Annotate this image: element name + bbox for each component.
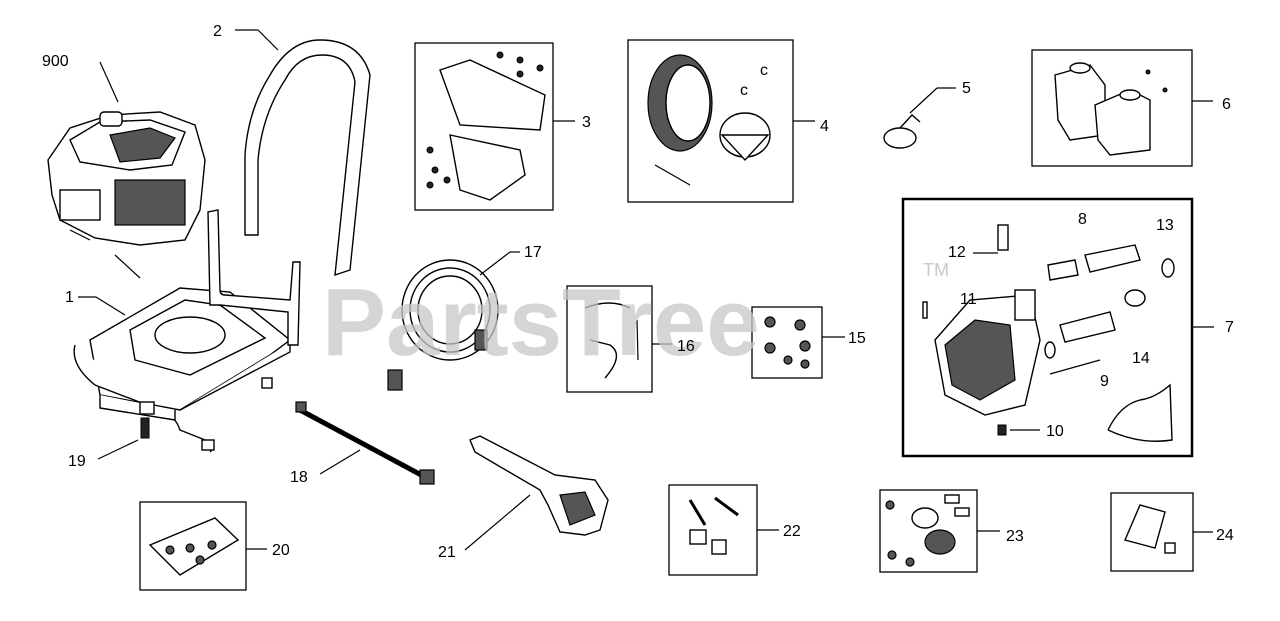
callout-16: 16 (677, 338, 695, 355)
callout-11: 11 (960, 291, 977, 308)
callout-22: 22 (783, 523, 801, 540)
callout-19: 19 (68, 453, 86, 470)
gun-part[interactable] (469, 435, 609, 536)
bracket-part (426, 51, 546, 201)
wheel-part: c c (647, 54, 771, 186)
fasteners-part (764, 316, 811, 369)
callout-23: 23 (1006, 528, 1024, 545)
callout-5: 5 (962, 80, 971, 97)
clip-part[interactable] (883, 114, 921, 149)
callout-3: 3 (582, 114, 591, 131)
callout-7: 7 (1225, 319, 1234, 336)
callout-14: 14 (1132, 350, 1150, 367)
part-22-box[interactable] (668, 484, 758, 576)
callout-1: 1 (65, 289, 74, 306)
hardware-22 (688, 496, 739, 555)
watermark-tm: TM (923, 260, 949, 280)
wand-part[interactable] (295, 401, 435, 485)
callout-900: 900 (42, 53, 69, 70)
engine-part[interactable] (47, 111, 206, 246)
hardware-bag-20 (148, 517, 240, 576)
callout-12: 12 (948, 244, 966, 261)
wheel-bearing-23 (885, 494, 970, 567)
watermark-text: PartsTree (322, 269, 760, 376)
callout-18: 18 (290, 469, 308, 486)
callout-20: 20 (272, 542, 290, 559)
bolt-part[interactable] (140, 417, 150, 439)
callout-17: 17 (524, 244, 542, 261)
callout-6: 6 (1222, 96, 1231, 113)
tubes-part (584, 302, 639, 379)
bracket-24 (1124, 504, 1176, 554)
callout-13: 13 (1156, 217, 1174, 234)
part-23-box[interactable] (879, 489, 978, 573)
callout-15: 15 (848, 330, 866, 347)
svg-text:c: c (760, 62, 768, 79)
bottles-part (1054, 62, 1168, 156)
hose-part[interactable] (387, 259, 499, 391)
part-15-box[interactable] (751, 306, 823, 379)
callout-21: 21 (438, 544, 456, 561)
callout-2: 2 (213, 23, 222, 40)
handle-part[interactable] (207, 39, 371, 346)
svg-text:c: c (740, 82, 748, 99)
pump-part (922, 224, 1175, 442)
frame-base-part[interactable] (73, 287, 292, 453)
callout-8: 8 (1078, 211, 1087, 228)
callout-9: 9 (1100, 373, 1109, 390)
callout-4: 4 (820, 118, 829, 135)
callout-10: 10 (1046, 423, 1064, 440)
callout-24: 24 (1216, 527, 1234, 544)
